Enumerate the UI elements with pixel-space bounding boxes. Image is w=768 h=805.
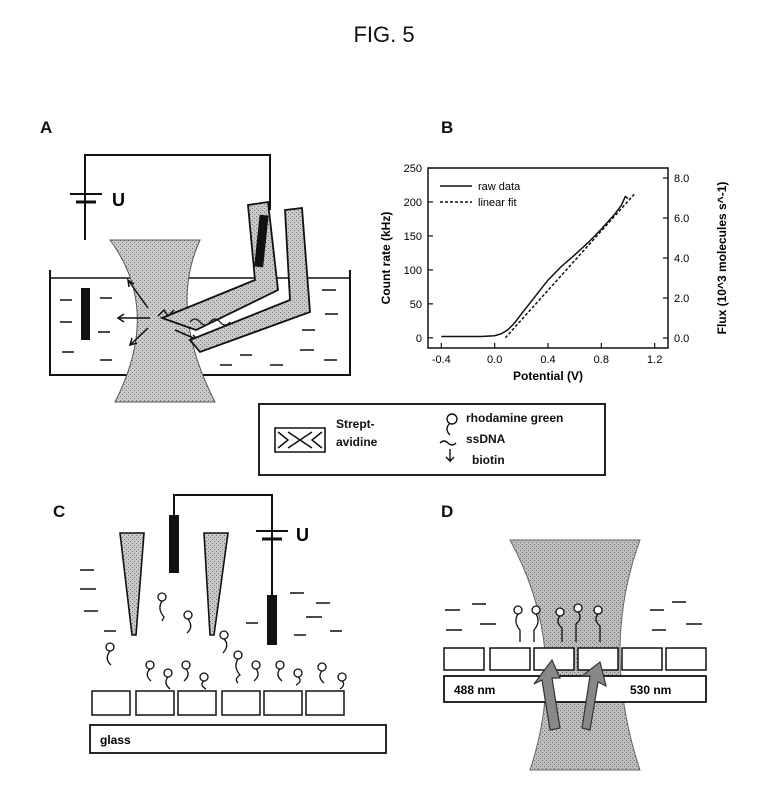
panel-label-d: D (441, 502, 454, 521)
y-tick-label: 250 (404, 163, 422, 175)
molecule-at-tip (157, 308, 175, 318)
x-tick-label: 0.0 (487, 354, 502, 366)
y2-tick-label: 0.0 (674, 333, 689, 345)
y2-tick-label: 6.0 (674, 213, 689, 225)
series-raw-data-line (441, 195, 629, 338)
panel-label-c: C (53, 502, 66, 521)
excitation-label: 488 nm (454, 683, 495, 697)
left-electrode (81, 288, 90, 340)
legend-streptavidine-line2: avidine (336, 435, 378, 449)
panel-c-diagram: U glass (80, 494, 387, 754)
panel-label-a: A (40, 118, 53, 137)
series-linear-fit-line (504, 193, 636, 339)
nanopipette (159, 200, 279, 331)
x-tick-label: 0.4 (540, 354, 555, 366)
laser-focus-cone (109, 239, 216, 403)
pipette-right (203, 532, 229, 636)
pipette-left (119, 532, 145, 636)
y2-tick-label: 4.0 (674, 253, 689, 265)
y-tick-label: 100 (404, 265, 422, 277)
y2-tick-label: 8.0 (674, 173, 689, 185)
x-tick-label: 0.8 (594, 354, 609, 366)
y2-axis-label: Flux (10^3 molecules s^-1) (715, 182, 729, 335)
electrode-c-top (169, 515, 179, 573)
scatter-arrows (116, 278, 200, 347)
pipette-electrode (254, 214, 269, 268)
glass-label: glass (100, 733, 131, 747)
laser-focus-cone-d (509, 539, 641, 771)
nanopipette-outer (188, 206, 311, 354)
voltage-label-a: U (112, 190, 125, 210)
figure-title: FIG. 5 (353, 22, 415, 47)
molecule-legend-icon (439, 413, 458, 463)
y-axis-label: Count rate (kHz) (379, 212, 393, 305)
circuit-wire (84, 154, 271, 240)
free-molecules (105, 592, 229, 682)
legend-streptavidine-line1: Strept- (336, 417, 375, 431)
voltage-label-c: U (296, 525, 309, 545)
water-dashes-d (445, 601, 702, 631)
glass-slide-d (443, 675, 707, 703)
x-axis-label: Potential (V) (513, 369, 583, 383)
legend-label-fit: linear fit (478, 197, 517, 209)
bound-molecules-d (513, 603, 603, 642)
bound-molecules (163, 650, 347, 690)
water-dashes (60, 289, 338, 366)
y2-tick-label: 2.0 (674, 293, 689, 305)
legend-biotin: biotin (472, 453, 505, 467)
legend-box: Strept- avidine rhodamine green ssDNA bi… (258, 403, 606, 476)
water-dashes-c (80, 569, 342, 636)
electrode-c-right (267, 595, 277, 645)
molecule-in-pipette (189, 318, 231, 326)
legend-ssdna: ssDNA (466, 432, 506, 446)
streptavidin-icon (274, 427, 326, 453)
x-tick-label: 1.2 (647, 354, 662, 366)
y-tick-label: 50 (410, 299, 422, 311)
panel-b-chart: -0.4 0.0 0.4 0.8 1.2 0 50 100 150 200 250 0.0 2.0 4.0… (379, 163, 729, 383)
panel-label-b: B (441, 118, 454, 137)
legend-label-raw: raw data (478, 181, 521, 193)
panel-d-diagram: 488 nm 530 nm (443, 539, 707, 771)
glass-slide (89, 724, 387, 754)
streptavidin-row-d (443, 647, 707, 671)
plot-frame (427, 167, 669, 349)
legend-rhodamine: rhodamine green (466, 411, 564, 425)
streptavidin-row-c (91, 690, 345, 716)
panel-a-diagram: U (49, 154, 351, 403)
y-tick-label: 200 (404, 197, 422, 209)
emission-label: 530 nm (630, 683, 671, 697)
x-tick-label: -0.4 (432, 354, 451, 366)
y-tick-label: 150 (404, 231, 422, 243)
y-tick-label: 0 (416, 333, 422, 345)
light-arrows (533, 658, 607, 731)
